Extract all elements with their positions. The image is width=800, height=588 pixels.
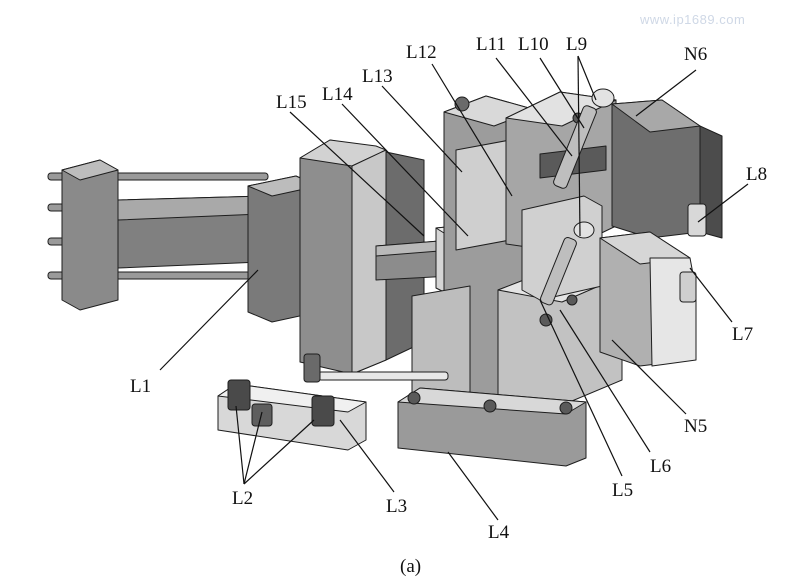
label-L14: L14 [322, 84, 353, 105]
label-N5: N5 [684, 416, 707, 437]
label-L12: L12 [406, 42, 437, 63]
watermark: www.ip1689.com [639, 12, 745, 27]
label-L8: L8 [746, 164, 767, 185]
label-L3: L3 [386, 496, 407, 517]
label-L2: L2 [232, 488, 253, 509]
label-L7: L7 [732, 324, 753, 345]
sensor-bracket [217, 353, 449, 451]
leader-lines [159, 55, 749, 521]
label-L11: L11 [476, 34, 506, 55]
label-L9: L9 [566, 34, 587, 55]
slider-housing [497, 88, 723, 407]
label-N6: N6 [684, 44, 707, 65]
label-L1: L1 [130, 376, 151, 397]
label-L10: L10 [518, 34, 549, 55]
part-labels: L1 L2 L3 L4 L5 L6 N5 L7 L8 N6 L9 L10 L11… [130, 34, 767, 543]
figure-caption: (a) [400, 556, 421, 577]
label-L13: L13 [362, 66, 393, 87]
label-L6: L6 [650, 456, 671, 477]
label-L4: L4 [488, 522, 510, 543]
guide-rail [397, 387, 587, 467]
hydraulic-cylinder [47, 159, 319, 323]
label-L15: L15 [276, 92, 307, 113]
label-L5: L5 [612, 480, 633, 501]
